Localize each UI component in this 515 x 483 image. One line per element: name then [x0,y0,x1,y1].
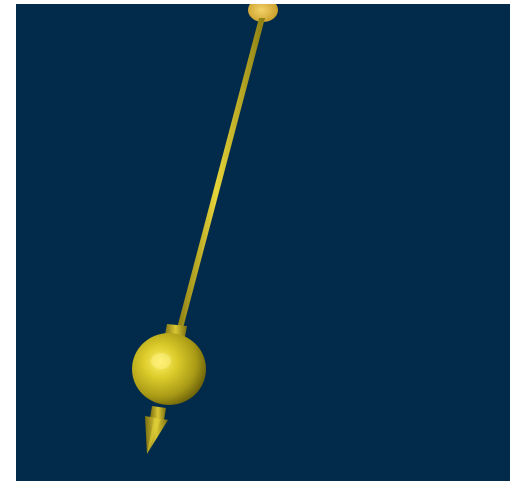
pendulum-scene [16,4,510,481]
rod-icon [176,18,265,332]
pointer-icon [145,406,168,454]
pendulum-canvas [16,4,510,481]
bob-icon [132,324,206,405]
